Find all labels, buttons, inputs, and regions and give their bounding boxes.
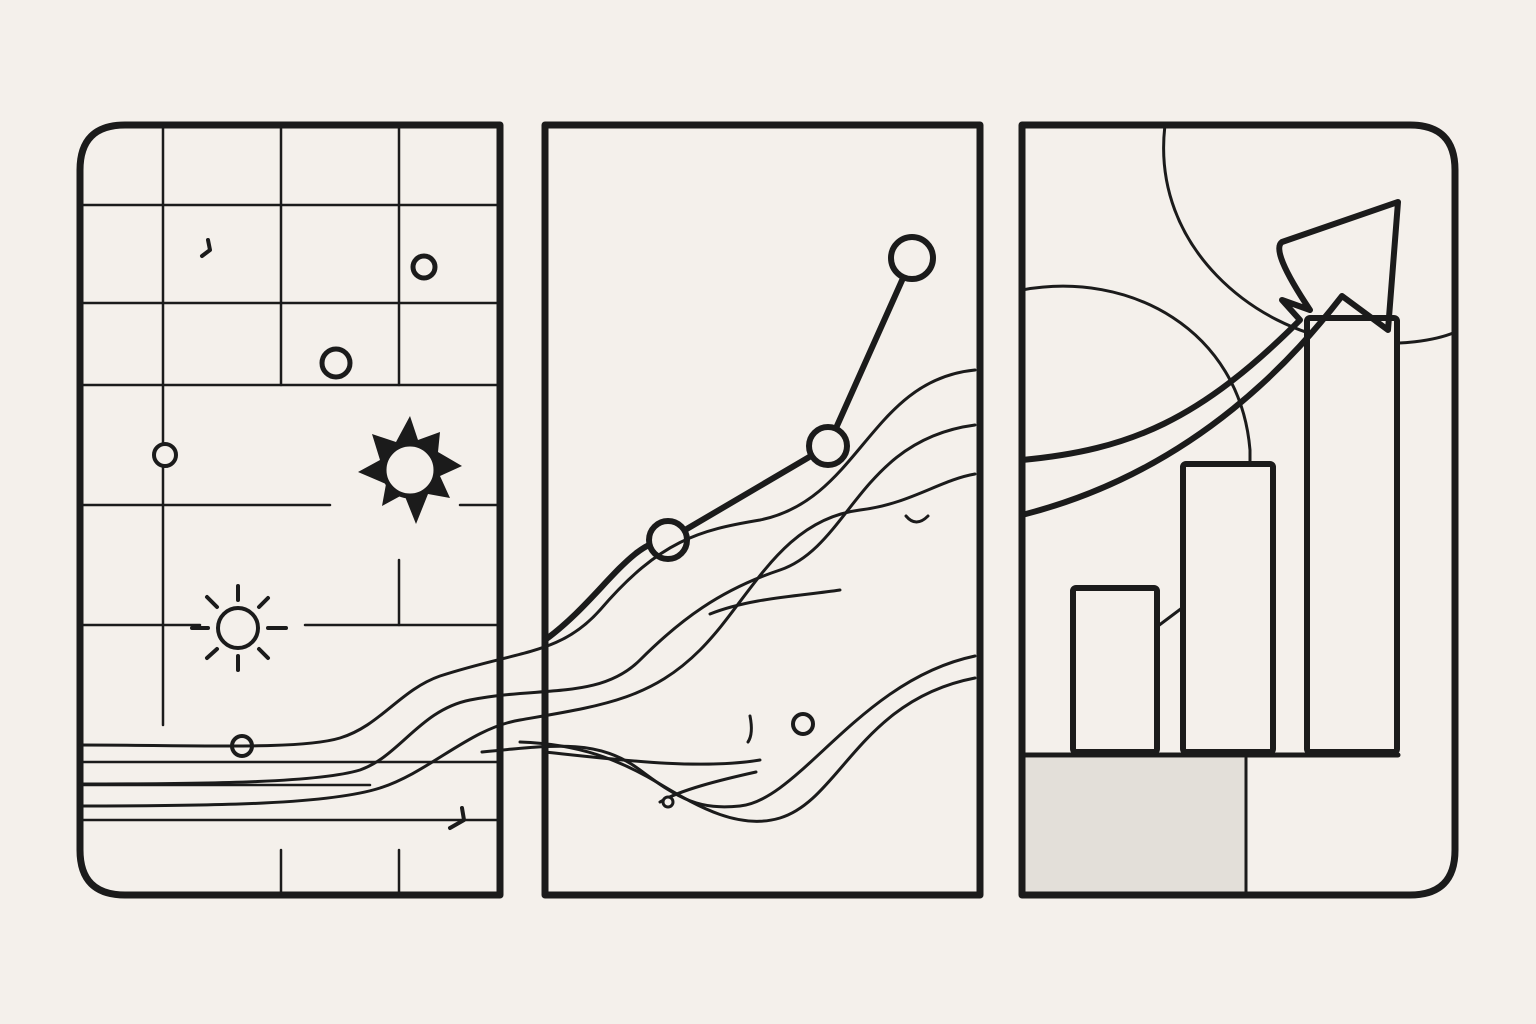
map-panel-frame: [76, 121, 504, 899]
map-tick-mark: [200, 238, 212, 258]
shaded-cell: [1022, 758, 1246, 895]
sun-icon: [190, 584, 288, 672]
bar: [1180, 461, 1276, 755]
bar-chart-panel: [1018, 121, 1459, 899]
line-chart-point: [646, 518, 690, 562]
flow-lines: [78, 368, 977, 823]
map-pin: [152, 442, 178, 468]
bar-chart: [1070, 315, 1400, 755]
map-marker: [319, 346, 353, 380]
up-right-arrow-icon: [1019, 199, 1401, 518]
line-chart: [542, 234, 936, 643]
line-chart-point: [806, 424, 850, 468]
smile-mark: [904, 514, 930, 524]
line-chart-panel: [541, 121, 984, 899]
map-tick-mark: [448, 806, 466, 830]
bar: [1304, 315, 1400, 755]
bar: [1070, 585, 1160, 755]
background-arc: [1022, 284, 1252, 502]
line-chart-point: [888, 234, 936, 282]
bar-chart-panel-frame: [1018, 121, 1459, 899]
gear-sun-icon: [358, 416, 462, 524]
map-marker: [410, 253, 438, 281]
line-chart-series: [542, 255, 915, 643]
